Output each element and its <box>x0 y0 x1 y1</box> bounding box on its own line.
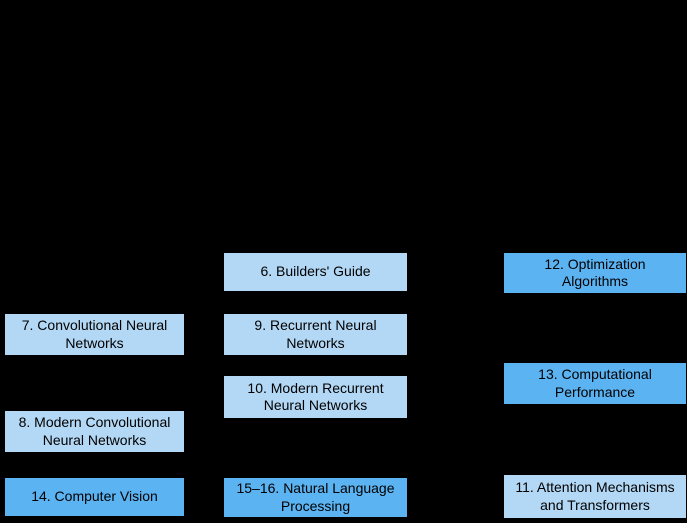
chapter-box-builders-guide: 6. Builders' Guide <box>223 252 408 292</box>
chapter-box-optimization-algorithms: 12. Optimization Algorithms <box>503 252 687 294</box>
chapter-box-modern-convolutional-neural-networks: 8. Modern Convolutional Neural Networks <box>4 410 185 453</box>
chapter-box-convolutional-neural-networks: 7. Convolutional Neural Networks <box>4 313 185 356</box>
chapter-box-attention-mechanisms-transformers: 11. Attention Mechanisms and Transformer… <box>503 474 687 519</box>
chapter-box-computational-performance: 13. Computational Performance <box>503 362 687 405</box>
chapter-box-computer-vision: 14. Computer Vision <box>4 477 185 517</box>
chapter-box-natural-language-processing: 15–16. Natural Language Processing <box>223 477 408 518</box>
chapter-box-recurrent-neural-networks: 9. Recurrent Neural Networks <box>223 313 408 356</box>
chapter-box-modern-recurrent-neural-networks: 10. Modern Recurrent Neural Networks <box>223 375 408 419</box>
